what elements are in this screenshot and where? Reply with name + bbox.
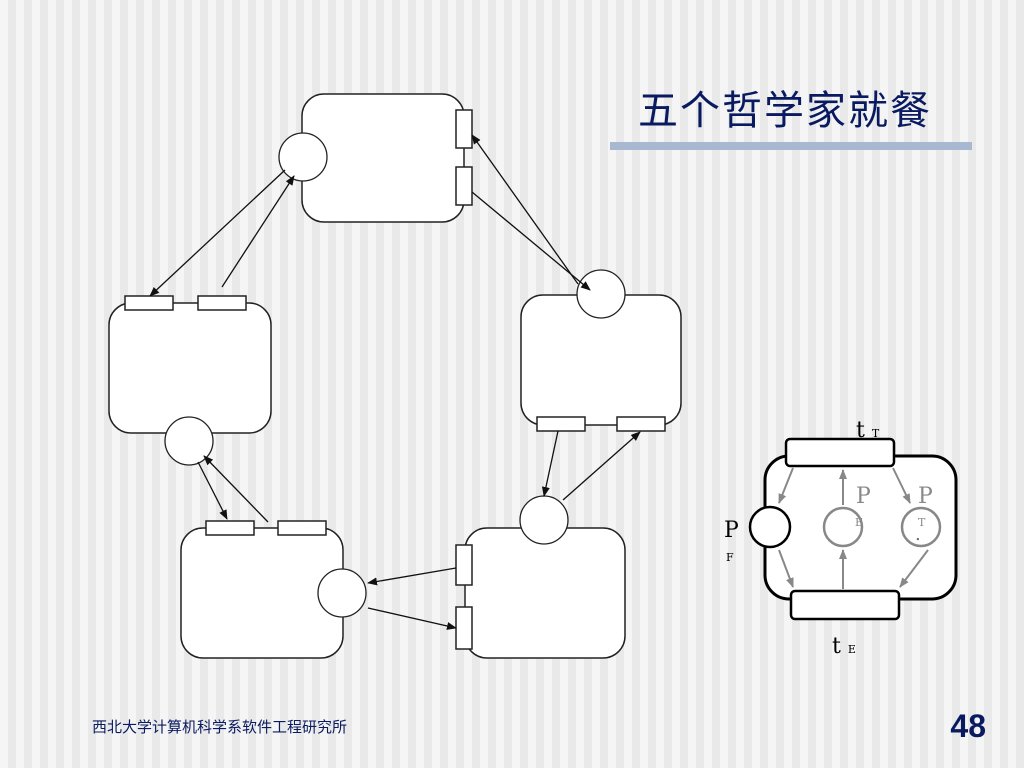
slide-title: 五个哲学家就餐 [638, 88, 932, 134]
place-p-f [748, 505, 792, 549]
philosopher-bottom-right [455, 495, 626, 659]
fork-top-upper [455, 109, 473, 149]
petri-net [748, 437, 958, 621]
place-left [164, 416, 214, 466]
place-right [576, 269, 626, 319]
label-t-e: t E [832, 634, 856, 659]
fork-top-lower [455, 166, 473, 206]
label-p-e: P [856, 484, 871, 509]
place-p-t [900, 506, 942, 548]
philosopher-top [278, 93, 473, 223]
transition-t-t [784, 437, 896, 468]
fork-right-a [536, 416, 586, 432]
petri-labels: t T t E P F P E P T . [724, 418, 933, 659]
fork-left-a [124, 295, 174, 311]
place-p-e [822, 506, 864, 548]
philosopher-right [520, 269, 682, 432]
label-p-e-sub: E [855, 516, 863, 529]
place-bottom-left [317, 568, 367, 618]
philosopher-bottom-left [180, 520, 367, 659]
token-p-t: . [915, 524, 921, 545]
fork-br-lower [455, 606, 473, 650]
label-p-t: P [918, 484, 933, 509]
transition-t-e [789, 589, 901, 621]
place-bottom-right [519, 495, 569, 545]
fork-bl-b [277, 520, 327, 536]
fork-right-b [616, 416, 666, 432]
fork-left-b [197, 295, 247, 311]
title-underline [610, 142, 972, 150]
fork-bl-a [205, 520, 255, 536]
arrows [149, 134, 641, 630]
fork-br-upper [455, 544, 473, 586]
label-p-f-sub: F [726, 551, 734, 564]
label-p-t-sub: T [918, 516, 926, 529]
page-number: 48 [950, 708, 986, 744]
place-top [278, 132, 328, 182]
philosopher-left [108, 295, 272, 466]
footer-text: 西北大学计算机科学系软件工程研究所 [92, 718, 348, 736]
label-t-t: t T [856, 418, 880, 443]
label-p-f: P [724, 518, 739, 543]
